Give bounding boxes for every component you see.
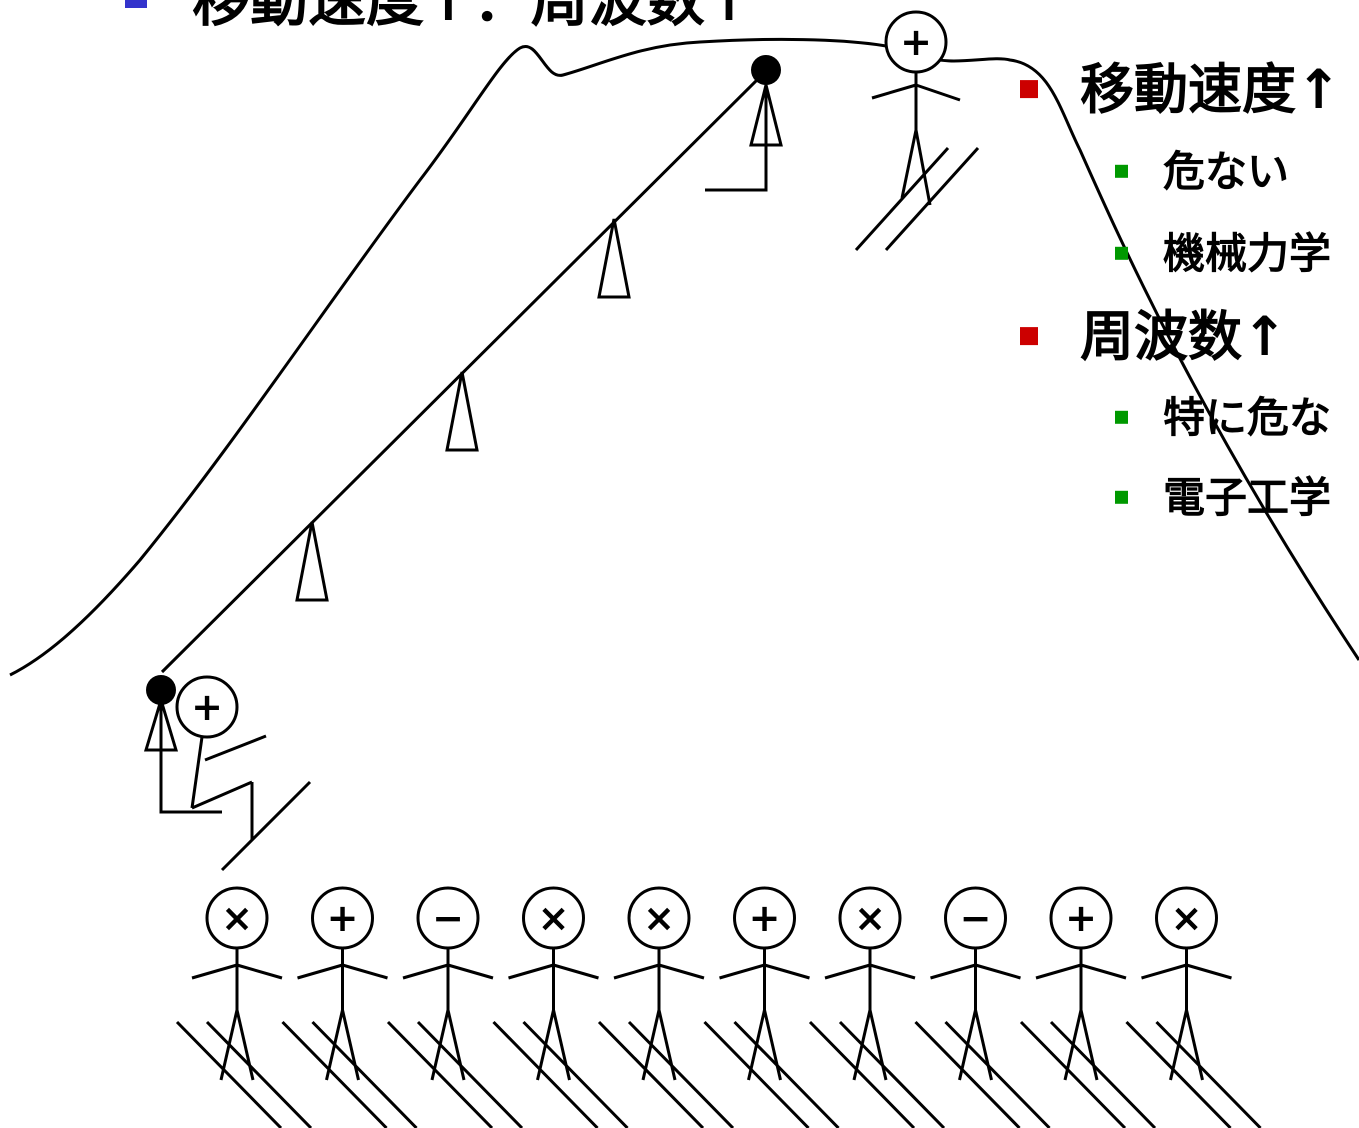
bullet-text: 危ない <box>1163 147 1289 196</box>
queue-skier: − <box>914 886 1051 1128</box>
sub-bullet-item: 特に危な <box>1115 393 1331 442</box>
sub-bullet-item: 電子工学 <box>1115 473 1331 522</box>
queue-skier-symbol: − <box>960 896 992 940</box>
queue-skier-symbol: × <box>221 896 253 940</box>
queue-skier: × <box>1125 886 1262 1128</box>
queue-skier: + <box>1019 886 1157 1128</box>
lift-tower-1 <box>295 521 329 602</box>
queue-skier: + <box>703 886 840 1128</box>
bullet-marker <box>1115 164 1128 178</box>
lift-tower-3 <box>597 218 631 299</box>
sub-bullet-item: 機械力学 <box>1115 229 1331 278</box>
queue-skier-symbol: + <box>327 896 359 940</box>
bullet-item: 周波数↑ <box>1020 305 1287 368</box>
queue-skier: − <box>386 886 524 1128</box>
bottom-station <box>143 675 222 814</box>
queue-skier-symbol: + <box>1065 896 1097 940</box>
bullet-marker <box>1115 490 1128 504</box>
bullet-marker <box>1020 327 1038 346</box>
queue-skier: × <box>597 886 735 1128</box>
queue-skier: × <box>175 886 313 1128</box>
bullet-text: 特に危な <box>1163 393 1331 442</box>
queue-skier-symbol: × <box>643 896 675 940</box>
top-skier-symbol: + <box>900 20 932 64</box>
bullet-item: 移動速度↑ <box>1020 58 1341 121</box>
queue-skier-symbol: × <box>1171 896 1203 940</box>
skier-queue: × + − × × + × − + × <box>175 886 1262 1128</box>
bullet-text: 機械力学 <box>1163 229 1331 278</box>
queue-skier-symbol: × <box>854 896 886 940</box>
bullet-marker <box>1115 410 1128 424</box>
queue-skier: × <box>492 886 629 1128</box>
queue-skier: + <box>281 886 418 1128</box>
lift-tower-2 <box>445 371 479 452</box>
mountain-outline <box>9 37 1359 677</box>
bottom-skier-symbol: + <box>191 685 223 729</box>
bullet-marker <box>1020 80 1038 99</box>
queue-skier-symbol: + <box>749 896 781 940</box>
top-skier: + <box>854 10 980 252</box>
top-station <box>705 55 783 192</box>
bullet-text: 電子工学 <box>1163 473 1331 522</box>
bullet-text: 周波数↑ <box>1080 305 1287 368</box>
bottom-skier: + <box>175 675 312 872</box>
queue-skier-symbol: × <box>538 896 570 940</box>
queue-skier: × <box>808 886 946 1128</box>
title-text: 移動速度↑：周波数↑ <box>192 0 753 34</box>
sub-bullet-item: 危ない <box>1115 147 1289 196</box>
bullet-text: 移動速度↑ <box>1080 58 1341 121</box>
bullet-marker <box>1115 246 1128 260</box>
queue-skier-symbol: − <box>432 896 464 940</box>
title-bullet <box>125 0 147 8</box>
